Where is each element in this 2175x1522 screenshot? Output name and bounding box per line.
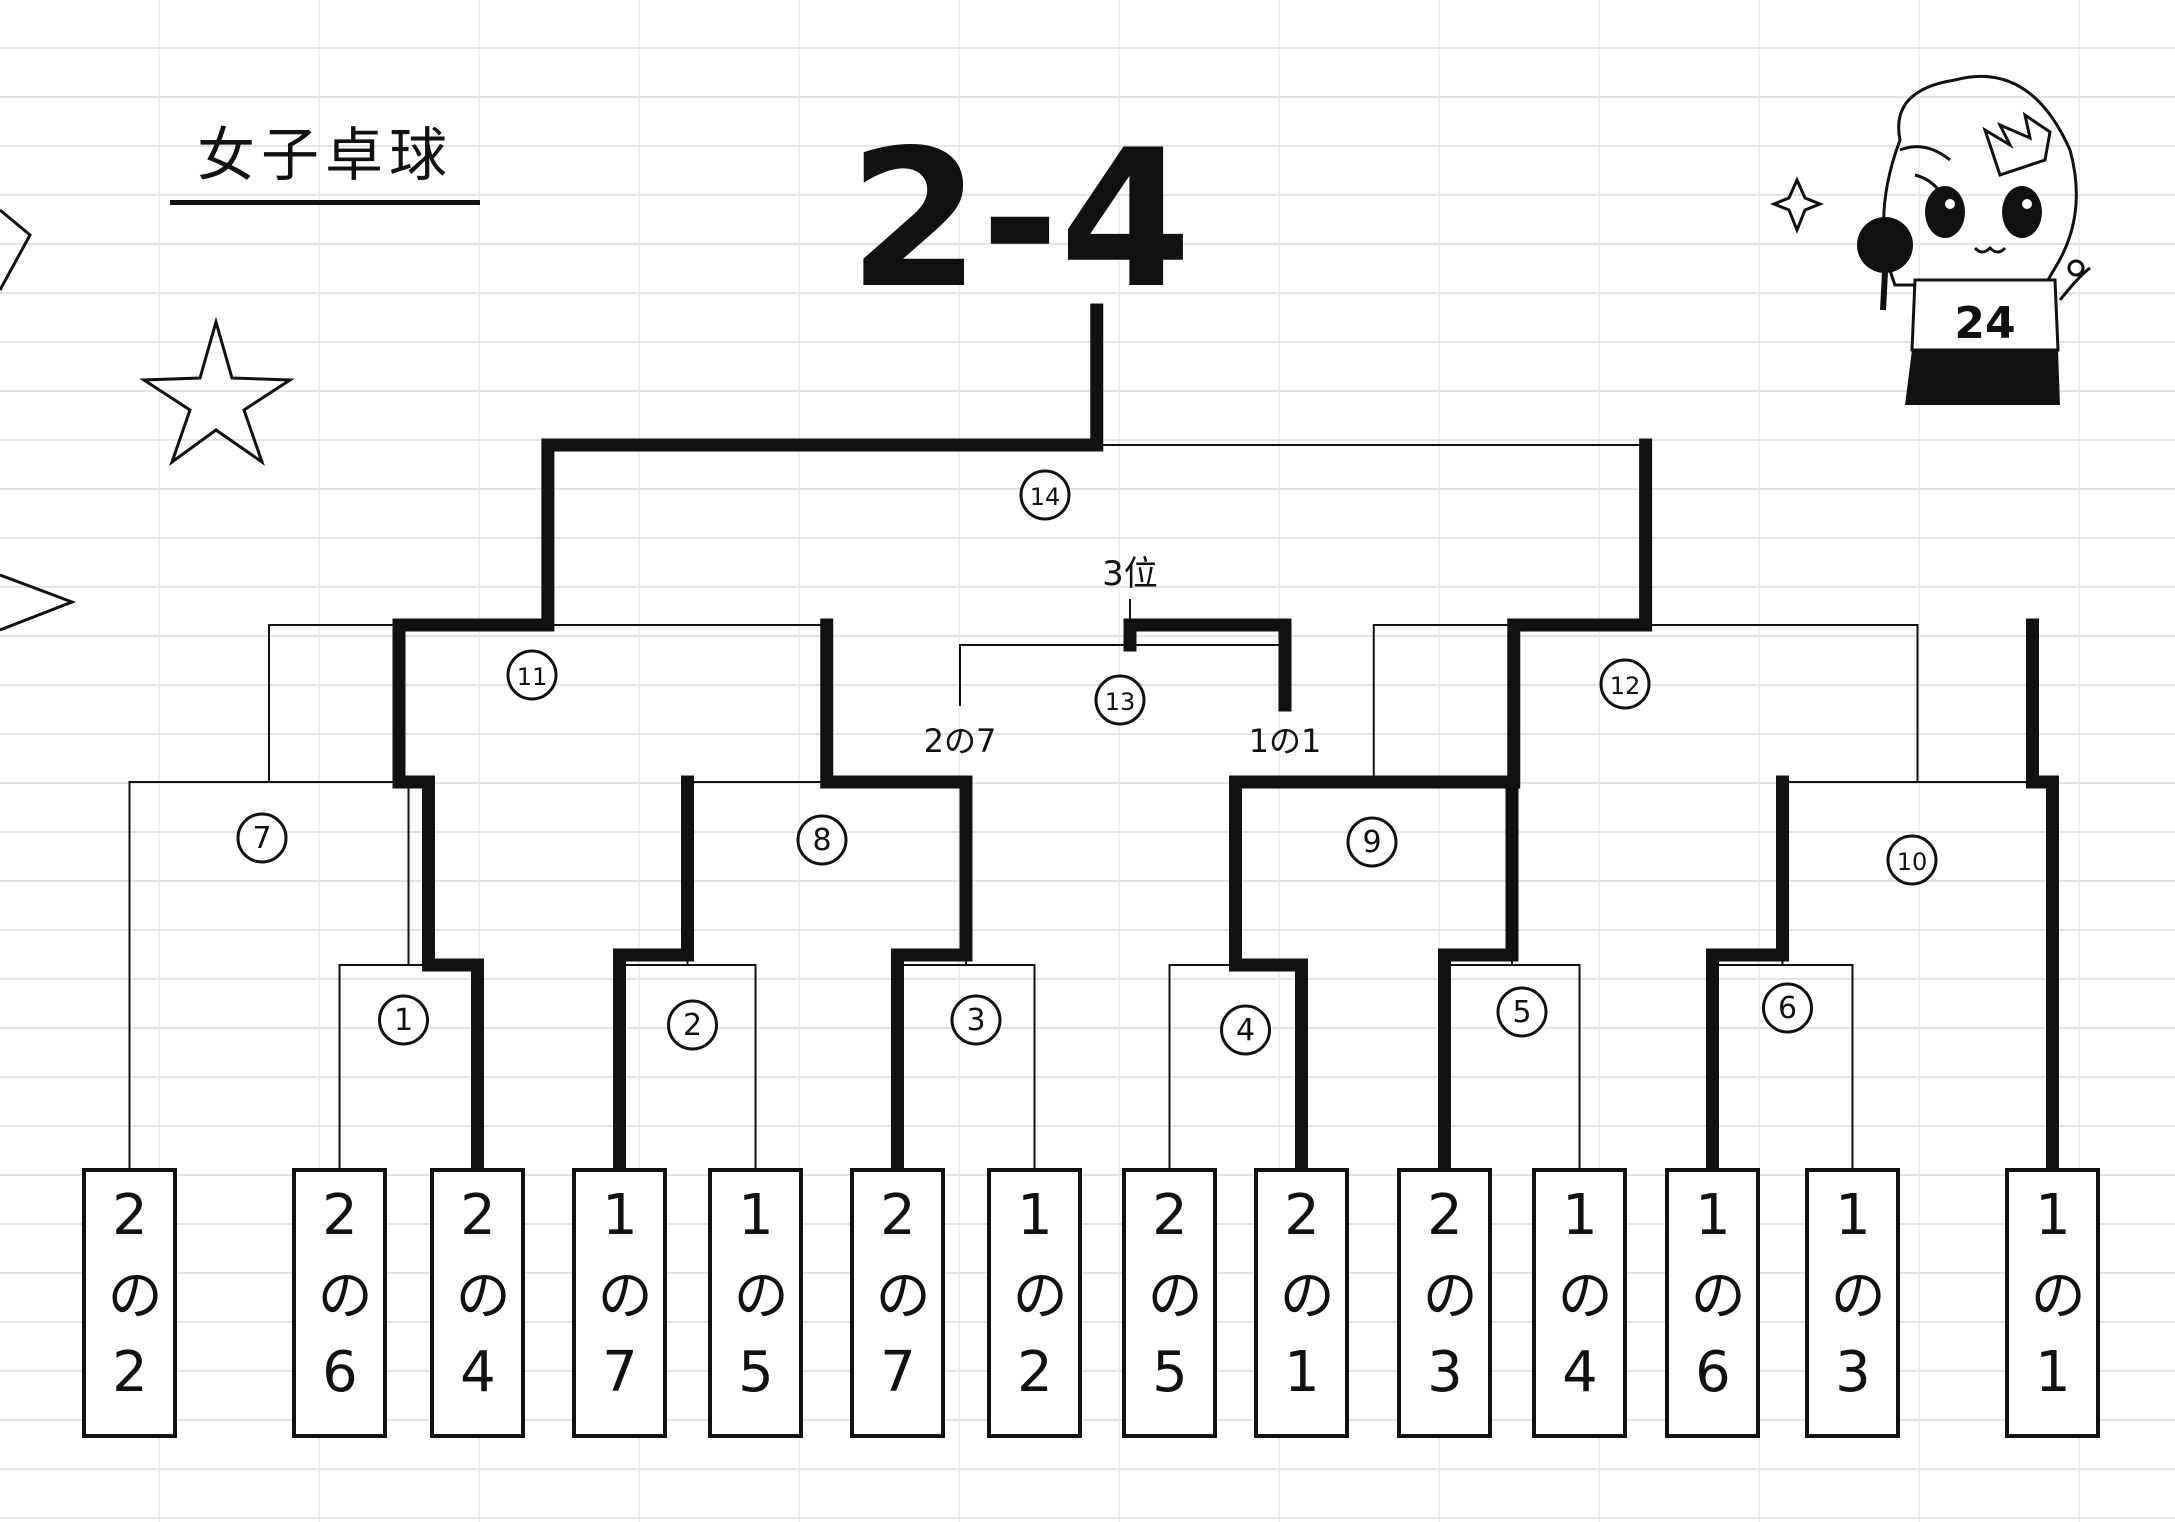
sparkle-dot bbox=[2067, 259, 2085, 277]
match-circle bbox=[1346, 816, 1398, 868]
bracket-line bbox=[618, 964, 757, 1169]
winning-path-line bbox=[1123, 618, 1292, 712]
player-label: 2の4 bbox=[445, 1183, 511, 1423]
player-label: 2の5 bbox=[1137, 1183, 1203, 1423]
player-box: 2の6 bbox=[292, 1168, 387, 1438]
match-circle bbox=[1886, 834, 1938, 886]
player-label: 2の3 bbox=[1412, 1183, 1478, 1423]
bracket-line bbox=[268, 624, 828, 783]
star-icon bbox=[0, 573, 77, 632]
player-label: 2の7 bbox=[865, 1183, 931, 1423]
player-label: 1の7 bbox=[587, 1183, 653, 1423]
player-box: 2の7 bbox=[850, 1168, 945, 1438]
match-circle bbox=[950, 994, 1002, 1046]
player-box: 2の3 bbox=[1397, 1168, 1492, 1438]
match-circle bbox=[506, 649, 558, 701]
star-icon bbox=[139, 316, 295, 467]
winning-path-line bbox=[613, 775, 694, 1175]
player-label: 2の1 bbox=[1269, 1183, 1335, 1423]
match-number: 3 bbox=[966, 1003, 985, 1038]
match-circle bbox=[1019, 469, 1071, 521]
player-box: 1の6 bbox=[1665, 1168, 1760, 1438]
match-number: 2 bbox=[683, 1008, 702, 1043]
bracket-line bbox=[686, 781, 967, 966]
class-label: 2-4 bbox=[848, 109, 1192, 330]
match-circle bbox=[1599, 658, 1651, 710]
match-number: 10 bbox=[1897, 848, 1928, 876]
player-box: 1の2 bbox=[987, 1168, 1082, 1438]
match-number: 11 bbox=[517, 663, 548, 691]
player-box: 2の4 bbox=[430, 1168, 525, 1438]
bracket-line bbox=[1168, 964, 1303, 1169]
third-place-entrant: 1の1 bbox=[1249, 722, 1322, 760]
match-number: 9 bbox=[1362, 825, 1381, 860]
third-place-entrant: 2の7 bbox=[924, 722, 997, 760]
winning-path-line bbox=[1229, 438, 1653, 1175]
player-label: 1の1 bbox=[2020, 1183, 2086, 1423]
match-circle bbox=[1496, 986, 1548, 1038]
player-label: 1の3 bbox=[1820, 1183, 1886, 1423]
match-number: 14 bbox=[1030, 483, 1061, 511]
player-label: 2の2 bbox=[97, 1183, 163, 1423]
match-circle bbox=[1220, 1004, 1271, 1056]
bracket-line bbox=[1372, 624, 1919, 783]
player-box: 2の5 bbox=[1122, 1168, 1217, 1438]
sparkle-icon bbox=[1769, 176, 1825, 235]
match-circle bbox=[796, 814, 848, 866]
player-label: 1の6 bbox=[1680, 1183, 1746, 1423]
character-shirt-number: 24 bbox=[1954, 298, 2015, 349]
character-drawing: 24 bbox=[1857, 74, 2091, 405]
star-icon bbox=[0, 208, 32, 291]
match-circle bbox=[236, 812, 288, 864]
player-label: 1の2 bbox=[1002, 1183, 1068, 1423]
match-number: 8 bbox=[812, 823, 831, 858]
player-label: 1の4 bbox=[1547, 1183, 1613, 1423]
match-number: 4 bbox=[1236, 1013, 1255, 1048]
match-number: 1 bbox=[394, 1003, 413, 1038]
winning-path-line bbox=[392, 303, 1104, 1175]
page-title: 女子卓球 bbox=[170, 110, 480, 205]
match-number: 7 bbox=[252, 821, 271, 856]
bracket-line bbox=[1234, 781, 1513, 966]
bracket-line bbox=[896, 964, 1036, 1169]
match-circle bbox=[1094, 674, 1146, 726]
match-circle bbox=[1762, 982, 1813, 1034]
player-label: 1の5 bbox=[723, 1183, 789, 1423]
match-circle bbox=[378, 994, 429, 1046]
player-box: 1の1 bbox=[2005, 1168, 2100, 1438]
bracket-line bbox=[128, 781, 410, 966]
player-box: 2の1 bbox=[1254, 1168, 1349, 1438]
player-label: 2の6 bbox=[307, 1183, 373, 1423]
player-box: 1の3 bbox=[1805, 1168, 1900, 1438]
winning-path-line bbox=[1438, 775, 1519, 1175]
winning-path-line bbox=[1706, 775, 1789, 1175]
winning-path-line bbox=[820, 618, 973, 1175]
match-number: 5 bbox=[1512, 995, 1531, 1030]
winning-path-line bbox=[2026, 618, 2059, 1175]
player-box: 2の2 bbox=[82, 1168, 177, 1438]
player-box: 1の7 bbox=[572, 1168, 667, 1438]
match-circle bbox=[667, 999, 718, 1051]
player-box: 1の5 bbox=[708, 1168, 803, 1438]
match-number: 13 bbox=[1105, 688, 1136, 716]
third-place-label: 3位 bbox=[1102, 554, 1158, 594]
match-number: 12 bbox=[1610, 672, 1641, 700]
player-box: 1の4 bbox=[1532, 1168, 1627, 1438]
match-number: 6 bbox=[1778, 991, 1797, 1026]
bracket-line bbox=[546, 444, 1647, 626]
